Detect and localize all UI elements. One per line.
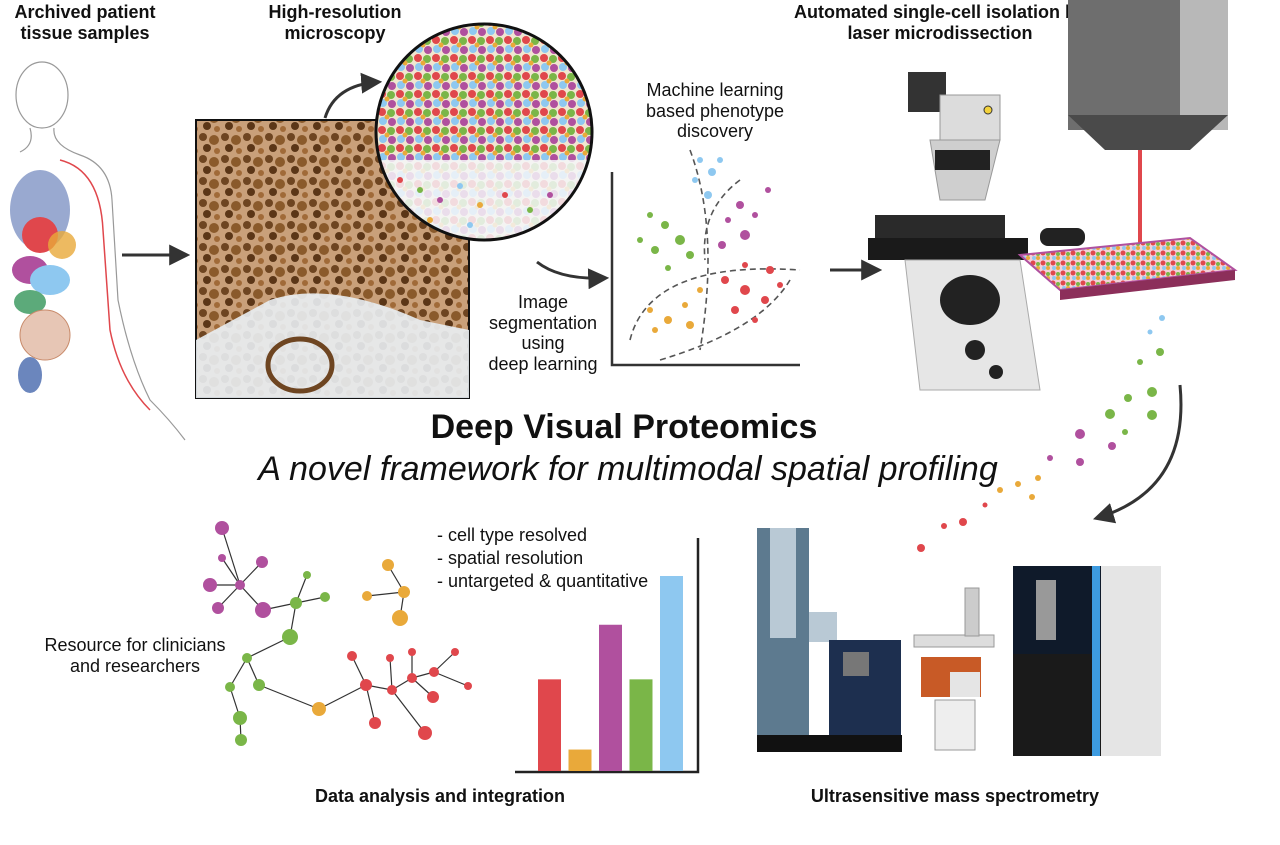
bar-orange	[568, 749, 592, 771]
laser-microscope-illustration	[868, 0, 1238, 391]
resource-label: Resource for clinicians and researchers	[44, 635, 226, 676]
microscopy-label: High-resolution microscopy	[268, 2, 402, 43]
ml-phenotype-label: Machine learning based phenotype discove…	[645, 80, 785, 142]
network-graph	[210, 527, 469, 741]
main-subtitle: A novel framework for multimodal spatial…	[258, 450, 998, 488]
bar-green	[629, 679, 653, 771]
bar-purple	[599, 624, 622, 771]
mass-spectrometer-illustration	[757, 528, 1161, 756]
bullet-item: - spatial resolution	[437, 548, 584, 568]
bullet-item: - untargeted & quantitative	[437, 571, 649, 591]
bullet-item: - cell type resolved	[437, 525, 588, 545]
feature-bullets: - cell type resolved - spatial resolutio…	[437, 524, 648, 593]
bar-red	[538, 679, 561, 771]
network-nodes	[203, 521, 472, 746]
bar-chart	[515, 538, 700, 774]
main-title: Deep Visual Proteomics	[430, 408, 818, 446]
archived-samples-label: Archived patient tissue samples	[14, 2, 156, 43]
laser-microdissection-label: Automated single-cell isolation by laser…	[793, 2, 1086, 43]
cell-particles	[917, 315, 1165, 552]
segmentation-label: Image segmentation using deep learning	[488, 292, 598, 375]
arrow-to-mass-spec	[1092, 384, 1183, 524]
arrow-to-ml	[536, 260, 610, 290]
data-analysis-label: Data analysis and integration	[314, 786, 566, 806]
phenotype-scatter	[610, 149, 801, 367]
mass-spec-label: Ultrasensitive mass spectrometry	[810, 786, 1100, 806]
arrow-to-zoom	[323, 72, 383, 119]
bar-blue	[660, 576, 683, 771]
human-body-illustration	[10, 61, 186, 441]
